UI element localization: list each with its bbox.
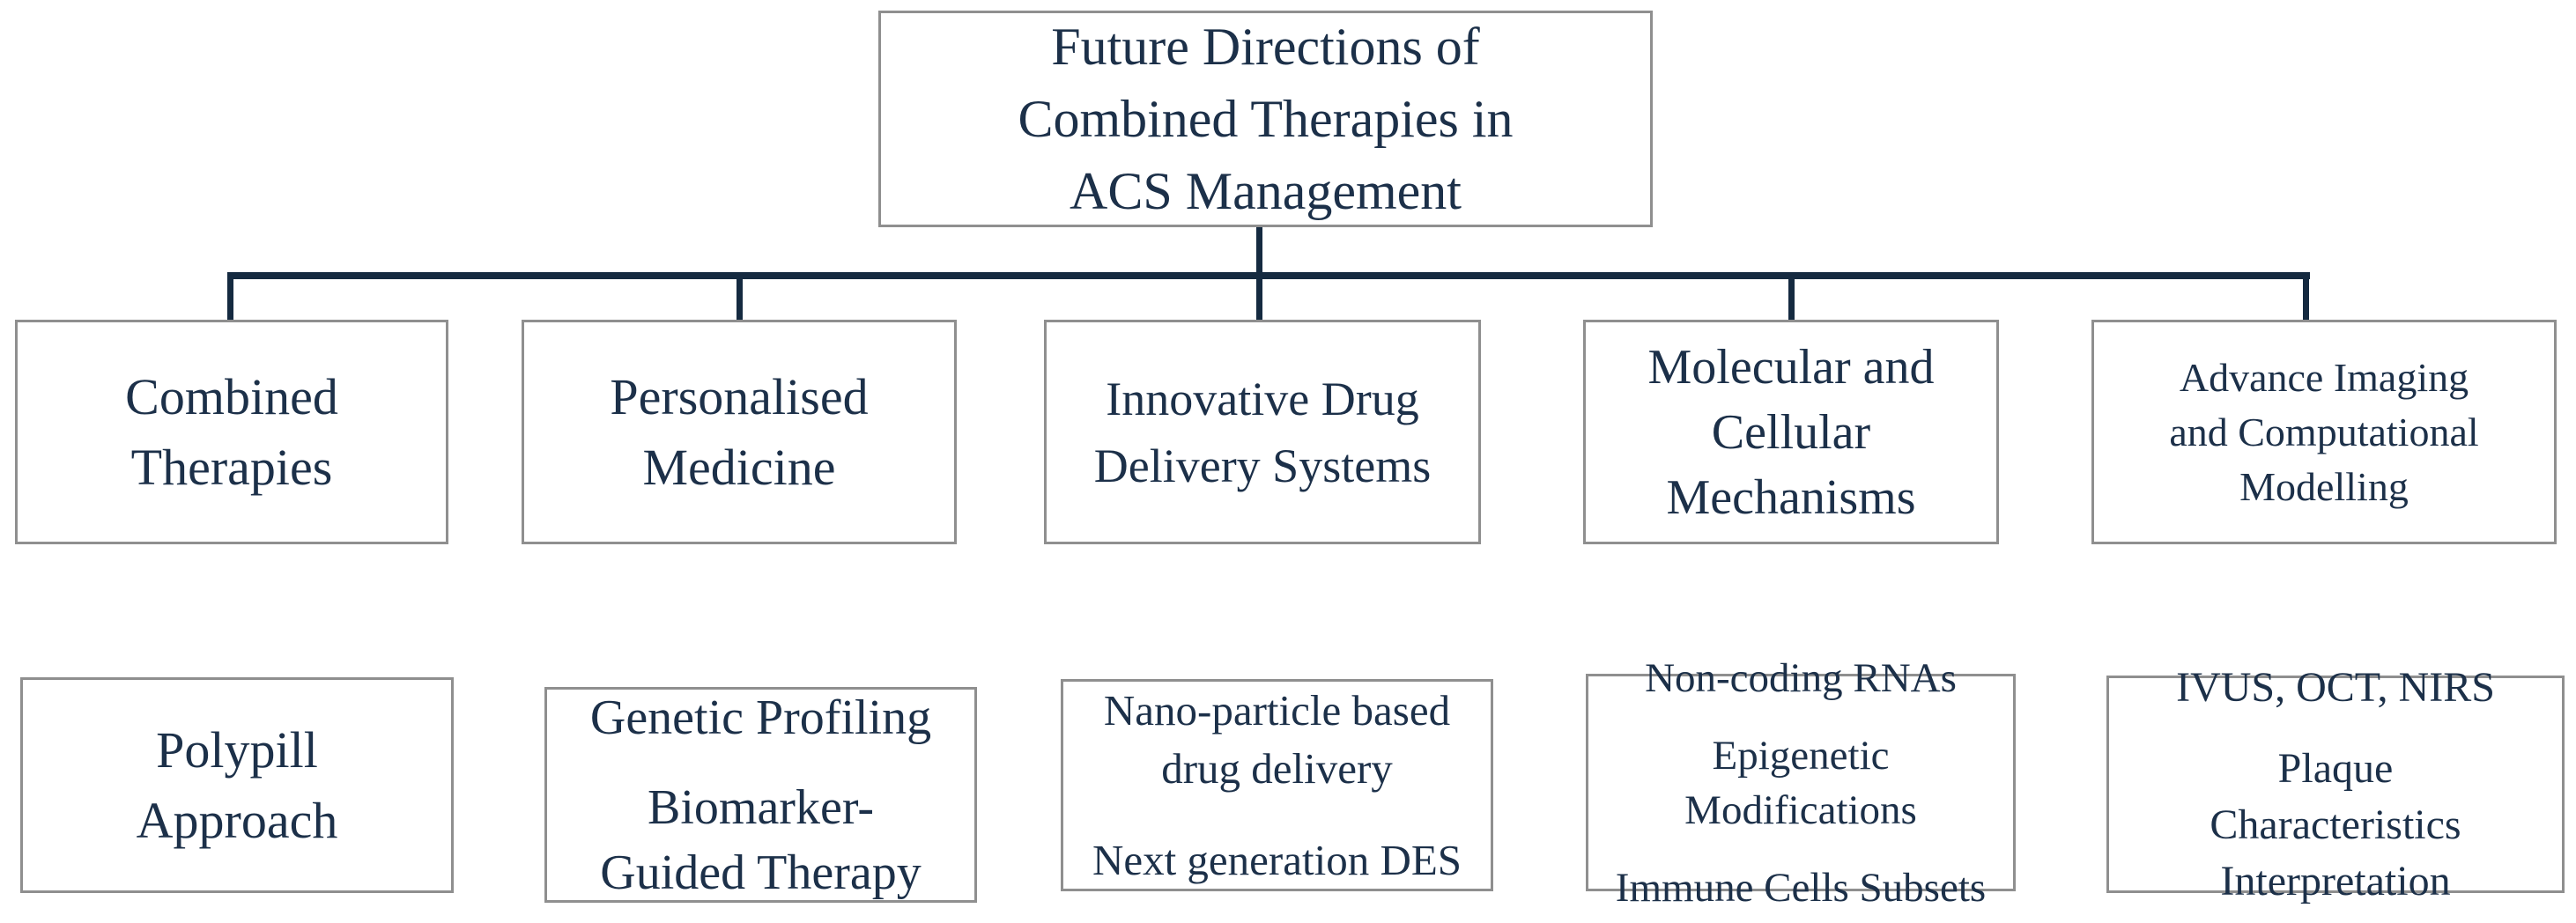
detail-paragraph: Immune Cells Subsets xyxy=(1615,864,1987,911)
branch-box-innovative-drug-delivery: Innovative Drug Delivery Systems xyxy=(1044,320,1481,544)
branch-label: Innovative Drug Delivery Systems xyxy=(1093,372,1432,492)
detail-box-genetic-profiling: Genetic Profiling Biomarker- Guided Ther… xyxy=(544,687,977,903)
detail-paragraph: Non-coding RNAs xyxy=(1645,654,1957,701)
detail-paragraph: Plaque Characteristics Interpretation xyxy=(2210,744,2461,905)
detail-paragraph: Epigenetic Modifications xyxy=(1684,732,1917,833)
detail-paragraph: IVUS, OCT, NIRS xyxy=(2176,663,2495,711)
detail-paragraph: Biomarker- Guided Therapy xyxy=(600,779,922,900)
detail-box-molecular-mechanisms-list: Non-coding RNAs Epigenetic Modifications… xyxy=(1586,655,2016,911)
detail-box-nano-particle-drug-delivery: Nano-particle based drug delivery Next g… xyxy=(1061,679,1493,891)
connector-drop-3 xyxy=(1256,277,1262,321)
branch-box-combined-therapies: Combined Therapies xyxy=(15,320,448,544)
connector-drop-4 xyxy=(1788,277,1795,321)
root-node-label: Future Directions of Combined Therapies … xyxy=(1018,18,1514,220)
branch-label: Personalised Medicine xyxy=(610,367,869,496)
branch-label: Combined Therapies xyxy=(125,367,338,496)
root-node-box: Future Directions of Combined Therapies … xyxy=(878,11,1653,227)
branch-box-personalised-medicine: Personalised Medicine xyxy=(522,320,957,544)
connector-horizontal-bar xyxy=(227,272,2310,279)
detail-box-imaging-modalities-list: IVUS, OCT, NIRS Plaque Characteristics I… xyxy=(2106,664,2565,905)
detail-paragraph: Next generation DES xyxy=(1092,835,1462,884)
detail-paragraph: Nano-particle based drug delivery xyxy=(1103,685,1451,793)
connector-drop-5 xyxy=(2303,277,2309,321)
branch-label: Advance Imaging and Computational Modell… xyxy=(2169,354,2479,509)
connector-drop-2 xyxy=(737,277,743,321)
branch-box-molecular-cellular-mechanisms: Molecular and Cellular Mechanisms xyxy=(1583,320,1999,544)
connector-drop-1 xyxy=(227,277,233,321)
connector-root-stem xyxy=(1256,227,1262,277)
detail-paragraph: Genetic Profiling xyxy=(589,690,932,745)
branch-label: Molecular and Cellular Mechanisms xyxy=(1647,339,1935,525)
detail-box-polypill-approach: Polypill Approach xyxy=(20,677,454,893)
branch-box-advance-imaging-modelling: Advance Imaging and Computational Modell… xyxy=(2091,320,2557,544)
detail-paragraph: Polypill Approach xyxy=(136,720,338,849)
